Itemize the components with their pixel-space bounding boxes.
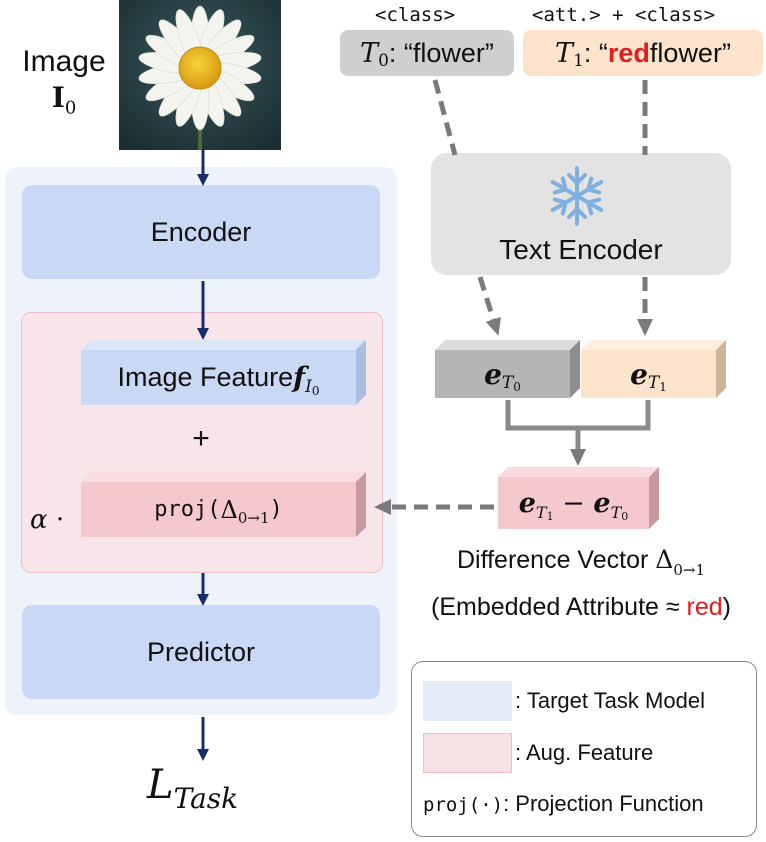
- loss-label: LTask: [147, 762, 239, 815]
- e-t0-box-shape: [435, 340, 580, 398]
- legend-swatch-target: [423, 681, 512, 721]
- dash-encoder-to-e0: [477, 276, 501, 336]
- text-encoder-label: Text Encoder: [499, 234, 663, 265]
- legend-swatch-aug: [423, 733, 512, 773]
- difference-caption-line1: Difference Vector Δ0→1: [457, 545, 705, 579]
- snowflake-icon: [550, 166, 604, 226]
- legend-proj-desc: : Projection Function: [503, 791, 704, 816]
- alpha-scale: α ·: [30, 505, 65, 535]
- dash-t0-to-encoder: [432, 79, 458, 156]
- combine-bracket: [505, 400, 651, 431]
- proj-box-shape: [81, 472, 366, 537]
- t1-attr-red: red: [607, 37, 650, 68]
- diff-box-shape: [498, 467, 659, 529]
- t1-tag: <att.> + <class>: [532, 4, 716, 26]
- image-symbol-sub: 0: [64, 97, 77, 119]
- image-feature-box-shape: [81, 340, 366, 405]
- encoder-label: Encoder: [150, 216, 252, 247]
- predictor-label: Predictor: [146, 636, 256, 667]
- legend-proj-row: proj(·): Projection Function: [423, 791, 704, 817]
- legend-aug-text: : Aug. Feature: [515, 740, 654, 765]
- legend-target-text: : Target Task Model: [515, 688, 705, 713]
- encoder-block: Encoder: [22, 185, 380, 279]
- difference-caption-line2: (Embedded Attribute ≈ red): [431, 593, 731, 621]
- t0-tag: <class>: [375, 4, 456, 26]
- plus-sign: +: [192, 422, 210, 455]
- image-symbol: I: [51, 81, 65, 114]
- feature-symbol: f: [293, 361, 306, 394]
- e-t1-box-shape: [581, 340, 726, 398]
- legend-proj-func: proj(·): [423, 794, 504, 816]
- predictor-block: Predictor: [22, 605, 380, 699]
- difference-caption: Difference Vector Δ0→1 (Embedded Attribu…: [396, 538, 766, 629]
- image-word: Image: [22, 45, 106, 78]
- image-label: Image I0: [14, 44, 114, 127]
- flower-image: [119, 0, 281, 150]
